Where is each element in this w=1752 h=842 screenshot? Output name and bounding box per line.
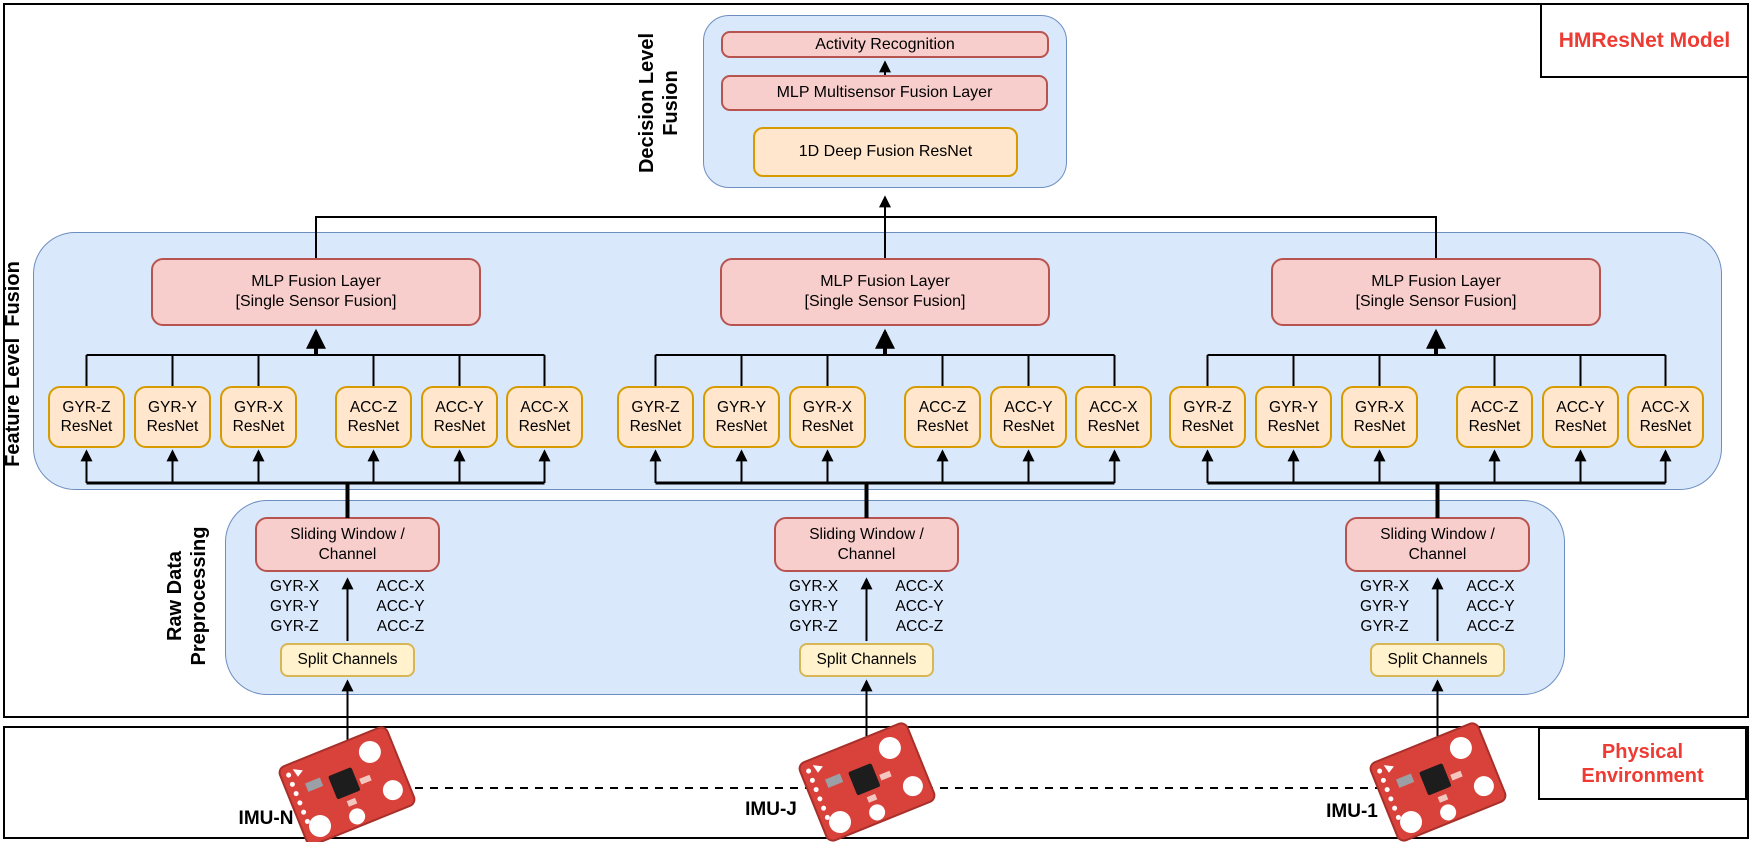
mlp-fusion-box: MLP Fusion Layer [Single Sensor Fusion] <box>1271 258 1601 326</box>
acc-channel-list: ACC-X ACC-Y ACC-Z <box>1466 578 1515 635</box>
split-channels-box: Split Channels <box>280 643 415 677</box>
mlp-multisensor-fusion-box: MLP Multisensor Fusion Layer <box>721 75 1048 111</box>
gyr-channel-list: GYR-X GYR-Y GYR-Z <box>1359 578 1410 635</box>
resnet-box: GYR-X ResNet <box>1341 386 1418 448</box>
resnet-box: GYR-X ResNet <box>789 386 866 448</box>
physical-environment-box: Physical Environment <box>1538 727 1747 800</box>
resnet-box: GYR-Z ResNet <box>617 386 694 448</box>
deep-fusion-resnet-box: 1D Deep Fusion ResNet <box>753 127 1018 177</box>
gyr-channel-list: GYR-X GYR-Y GYR-Z <box>788 578 839 635</box>
model-title: HMResNet Model <box>1558 28 1731 52</box>
resnet-box: ACC-Z ResNet <box>904 386 981 448</box>
gyr-channel-list: GYR-X GYR-Y GYR-Z <box>269 578 320 635</box>
resnet-box: ACC-Z ResNet <box>1456 386 1533 448</box>
resnet-box: GYR-Y ResNet <box>703 386 780 448</box>
resnet-box: ACC-Z ResNet <box>335 386 412 448</box>
sliding-window-box: Sliding Window / Channel <box>774 517 959 572</box>
raw-data-label: Raw Data Preprocessing <box>164 526 210 666</box>
resnet-box: GYR-Z ResNet <box>1169 386 1246 448</box>
sliding-window-box: Sliding Window / Channel <box>255 517 440 572</box>
resnet-box: GYR-Z ResNet <box>48 386 125 448</box>
mlp-fusion-box: MLP Fusion Layer [Single Sensor Fusion] <box>151 258 481 326</box>
activity-recognition-box: Activity Recognition <box>721 31 1049 58</box>
resnet-box: ACC-Y ResNet <box>1542 386 1619 448</box>
imu-j-label: IMU-J <box>745 799 797 820</box>
resnet-box: ACC-X ResNet <box>506 386 583 448</box>
acc-channel-list: ACC-X ACC-Y ACC-Z <box>376 578 425 635</box>
split-channels-box: Split Channels <box>1370 643 1505 677</box>
mlp-fusion-box: MLP Fusion Layer [Single Sensor Fusion] <box>720 258 1050 326</box>
resnet-box: ACC-Y ResNet <box>421 386 498 448</box>
sliding-window-box: Sliding Window / Channel <box>1345 517 1530 572</box>
physical-environment-label: Physical Environment <box>1581 740 1704 787</box>
acc-channel-list: ACC-X ACC-Y ACC-Z <box>895 578 944 635</box>
feature-level-label: Feature Level Fusion <box>2 261 25 467</box>
split-channels-box: Split Channels <box>799 643 934 677</box>
resnet-box: ACC-X ResNet <box>1627 386 1704 448</box>
resnet-box: GYR-Y ResNet <box>134 386 211 448</box>
decision-level-label: Decision Level Fusion <box>636 32 682 174</box>
imu-1-label: IMU-1 <box>1326 801 1378 822</box>
imu-n-label: IMU-N <box>238 808 294 829</box>
resnet-box: GYR-X ResNet <box>220 386 297 448</box>
model-title-box: HMResNet Model <box>1540 3 1749 78</box>
resnet-box: ACC-X ResNet <box>1075 386 1152 448</box>
resnet-box: GYR-Y ResNet <box>1255 386 1332 448</box>
resnet-box: ACC-Y ResNet <box>990 386 1067 448</box>
